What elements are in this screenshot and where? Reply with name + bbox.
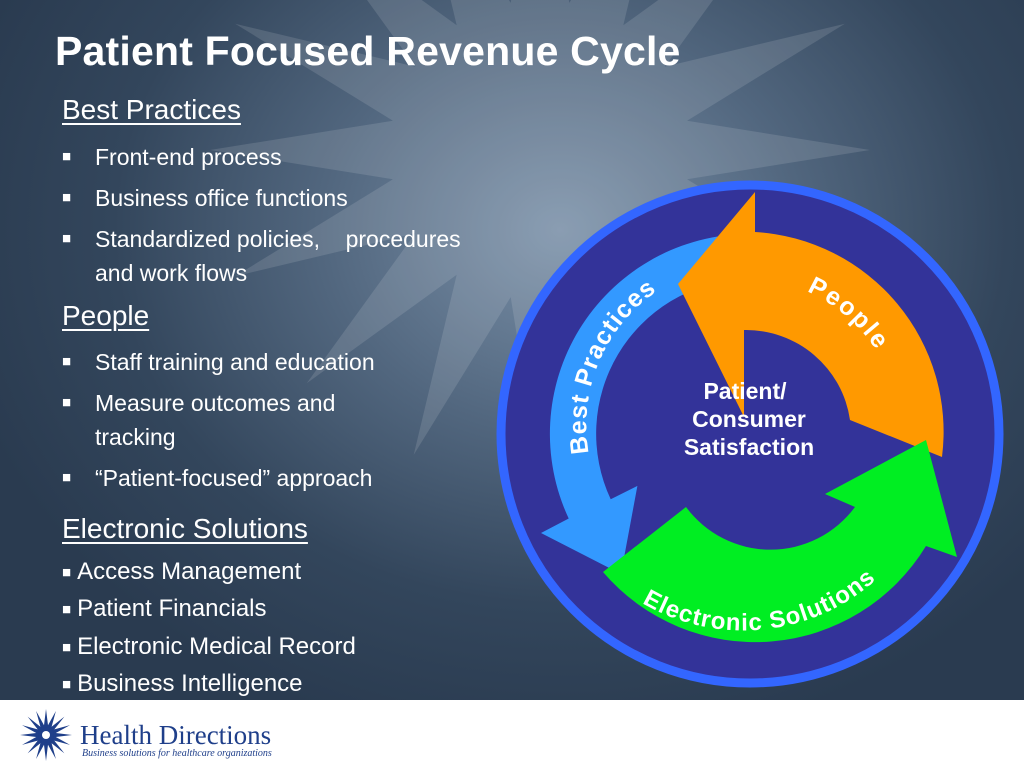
electronic-solutions-arrow [603,440,957,643]
list-item: ■Business Intelligence [62,670,303,697]
bullet-icon: ■ [62,564,72,581]
health-directions-star-logo-icon [20,709,72,761]
bullet-icon: ■ [62,639,72,656]
brand-tagline: Business solutions for healthcare organi… [82,748,272,759]
center-label-line-3: Satisfaction [684,434,814,460]
bullet-icon: ■ [62,148,72,165]
brand-name: Health Directions [80,720,272,750]
people-arrow [678,192,944,457]
section-heading-people: People [62,300,150,331]
list-item: ■Access Management [62,558,302,585]
bullet-icon: ■ [62,469,72,486]
cycle-diagram: Best Practices People Electronic Solutio… [496,180,1004,688]
section-heading-electronic-solutions: Electronic Solutions [62,513,308,544]
footer: Health Directions Business solutions for… [0,700,1024,768]
list-item: ■Patient Financials [62,595,267,622]
section-heading-best-practices: Best Practices [62,94,241,125]
bullet-icon: ■ [62,394,72,411]
bullet-icon: ■ [62,230,72,247]
bullet-icon: ■ [62,353,72,370]
bullet-icon: ■ [62,189,72,206]
slide-title: Patient Focused Revenue Cycle [55,28,681,74]
best-practices-arrow [541,234,742,574]
list-item: ■Electronic Medical Record [62,633,356,660]
slide: Patient Focused Revenue Cycle Best Pract… [0,0,1024,700]
center-label-line-2: Consumer [692,406,806,432]
bullet-icon: ■ [62,601,72,618]
bullet-icon: ■ [62,676,72,693]
center-label-line-1: Patient/ [703,378,787,404]
background-star-icon [0,0,1024,700]
